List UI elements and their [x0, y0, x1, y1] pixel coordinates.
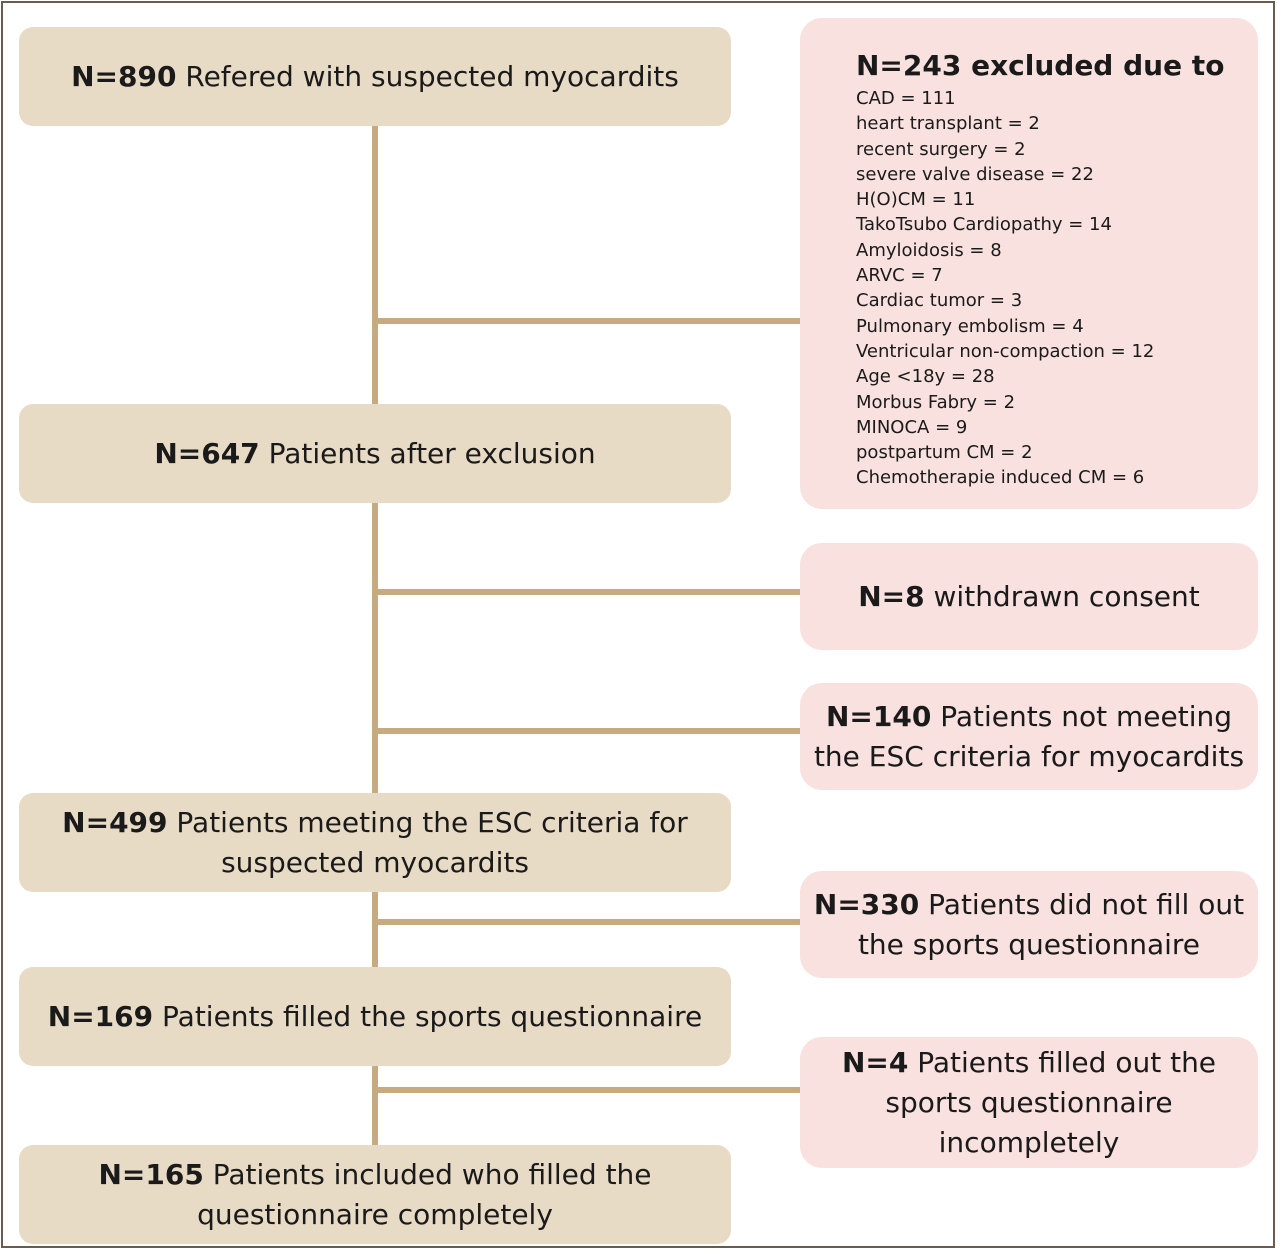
- box-not-meeting-esc-count: N=140: [826, 699, 932, 733]
- connector-to-not-meeting: [372, 728, 800, 734]
- box-meeting-esc: N=499 Patients meeting the ESC criteria …: [19, 793, 731, 892]
- box-referred-text: N=890 Refered with suspected myocardits: [71, 57, 679, 97]
- connector-vertical-3: [372, 890, 378, 968]
- box-filled-questionnaire-text: N=169 Patients filled the sports questio…: [48, 997, 702, 1037]
- box-filled-questionnaire-label: Patients filled the sports questionnaire: [162, 999, 703, 1033]
- exclusion-item: Pulmonary embolism = 4: [856, 315, 1084, 337]
- connector-vertical-2: [372, 502, 378, 794]
- box-withdrawn: N=8 withdrawn consent: [800, 543, 1258, 650]
- connector-to-exclusion: [372, 318, 800, 324]
- box-not-meeting-esc-label: Patients not meeting: [940, 699, 1232, 733]
- box-not-meeting-esc: N=140 Patients not meeting the ESC crite…: [800, 683, 1258, 790]
- box-exclusion: N=243 excluded due to CAD = 111 heart tr…: [800, 18, 1258, 509]
- box-after-exclusion: N=647 Patients after exclusion: [19, 404, 731, 503]
- exclusion-item: Amyloidosis = 8: [856, 239, 1002, 261]
- exclusion-item: Cardiac tumor = 3: [856, 290, 1023, 312]
- exclusion-item: Chemotherapie induced CM = 6: [856, 467, 1145, 489]
- connector-to-incomplete: [372, 1087, 800, 1093]
- exclusion-item: MINOCA = 9: [856, 416, 968, 438]
- box-meeting-esc-line1: N=499 Patients meeting the ESC criteria …: [62, 803, 688, 843]
- connector-to-withdrawn: [372, 589, 800, 595]
- box-withdrawn-count: N=8: [858, 579, 925, 613]
- box-incomplete-label: Patients filled out the: [917, 1045, 1217, 1079]
- box-after-exclusion-count: N=647: [154, 436, 260, 470]
- box-meeting-esc-line2: suspected myocardits: [221, 845, 529, 879]
- exclusion-item: severe valve disease = 22: [856, 163, 1094, 185]
- exclusion-item: ARVC = 7: [856, 265, 943, 287]
- box-not-filled-label: Patients did not fill out: [928, 887, 1245, 921]
- box-included-label: Patients included who filled the: [212, 1157, 652, 1191]
- box-referred-count: N=890: [71, 59, 177, 93]
- exclusion-list: CAD = 111 heart transplant = 2 recent su…: [856, 86, 1154, 491]
- box-incomplete: N=4 Patients filled out the sports quest…: [800, 1037, 1258, 1168]
- exclusion-item: CAD = 111: [856, 88, 956, 109]
- connector-vertical-4: [372, 1064, 378, 1146]
- box-not-filled-count: N=330: [813, 887, 920, 921]
- exclusion-item: Ventricular non-compaction = 12: [856, 340, 1155, 362]
- box-not-filled-line2: the sports questionnaire: [857, 927, 1201, 961]
- box-after-exclusion-label: Patients after exclusion: [268, 436, 596, 470]
- connector-to-not-filled: [372, 919, 800, 925]
- exclusion-item: postpartum CM = 2: [856, 442, 1033, 464]
- box-withdrawn-text: N=8 withdrawn consent: [858, 577, 1200, 617]
- box-referred: N=890 Refered with suspected myocardits: [19, 27, 731, 126]
- box-meeting-esc-count: N=499: [62, 805, 168, 839]
- box-withdrawn-label: withdrawn consent: [933, 579, 1200, 613]
- box-included-line2: questionnaire completely: [197, 1197, 553, 1231]
- exclusion-item: Age <18y = 28: [856, 366, 995, 388]
- box-not-meeting-esc-line1: N=140 Patients not meeting: [826, 697, 1232, 737]
- box-incomplete-count: N=4: [841, 1045, 909, 1079]
- exclusion-item: heart transplant = 2: [856, 113, 1040, 135]
- box-not-meeting-esc-line2: the ESC criteria for myocardits: [813, 739, 1245, 773]
- box-incomplete-line2: sports questionnaire: [885, 1085, 1173, 1119]
- box-incomplete-line3: incompletely: [938, 1125, 1120, 1159]
- box-included: N=165 Patients included who filled the q…: [19, 1145, 731, 1244]
- box-not-filled-line1: N=330 Patients did not fill out: [814, 885, 1244, 925]
- exclusion-title: N=243 excluded due to: [856, 49, 1225, 82]
- box-filled-questionnaire-count: N=169: [47, 999, 154, 1033]
- box-not-filled: N=330 Patients did not fill out the spor…: [800, 871, 1258, 978]
- exclusion-item: recent surgery = 2: [856, 138, 1026, 160]
- connector-vertical-1: [372, 126, 378, 404]
- box-filled-questionnaire: N=169 Patients filled the sports questio…: [19, 967, 731, 1066]
- exclusion-item: H(O)CM = 11: [856, 189, 976, 211]
- exclusion-item: Morbus Fabry = 2: [856, 391, 1016, 413]
- box-meeting-esc-label: Patients meeting the ESC criteria for: [176, 805, 688, 839]
- box-referred-label: Refered with suspected myocardits: [185, 59, 679, 93]
- box-included-line1: N=165 Patients included who filled the: [98, 1155, 651, 1195]
- box-incomplete-line1: N=4 Patients filled out the: [842, 1043, 1216, 1083]
- exclusion-item: TakoTsubo Cardiopathy = 14: [856, 214, 1112, 236]
- box-after-exclusion-text: N=647 Patients after exclusion: [154, 434, 595, 474]
- box-included-count: N=165: [98, 1157, 204, 1191]
